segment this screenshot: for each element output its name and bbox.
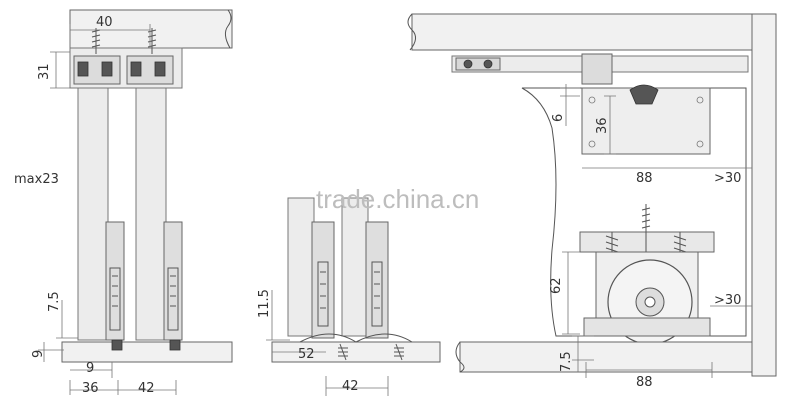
left-screw-2 <box>147 28 157 54</box>
dim-max23: max23 <box>14 172 59 187</box>
middle-view: 11.5 52 42 <box>257 197 441 396</box>
dim-42-left: 42 <box>138 381 155 396</box>
dim-52: 52 <box>298 347 315 362</box>
dim-88-top: 88 <box>636 171 653 186</box>
left-view: 40 31 max23 7.5 9 9 36 42 <box>14 9 233 396</box>
left-screw-1 <box>91 28 101 54</box>
left-guide-spring-1 <box>109 267 121 331</box>
right-ceiling-break <box>407 13 416 51</box>
dim-line-36-42 <box>69 380 177 395</box>
plate-hole-1 <box>588 96 596 104</box>
dim-36: 36 <box>82 381 99 396</box>
mid-spring-2 <box>371 261 383 327</box>
dim-88-bottom: 88 <box>636 375 653 390</box>
plate-roller-cap <box>629 84 659 105</box>
dim-line-9-vertical <box>38 342 64 362</box>
right-view: 6 36 88 >30 62 >30 7.5 88 <box>407 13 777 390</box>
right-floor-break <box>455 341 465 373</box>
mid-floor-clips <box>299 333 413 343</box>
left-roller-2b <box>154 61 166 77</box>
left-guide-1 <box>105 221 125 341</box>
bottom-guide-spring-right <box>673 232 687 254</box>
mid-door-1 <box>287 197 315 337</box>
left-guide-spring-2 <box>167 267 179 331</box>
dim-line-62 <box>562 251 580 335</box>
dim-line-88-bottom <box>585 362 713 378</box>
mid-screw-2 <box>394 343 404 361</box>
dim-62: 62 <box>549 277 564 294</box>
dim-line-36 <box>604 95 616 155</box>
left-floor-pin-2 <box>169 339 181 351</box>
dim-36: 36 <box>595 117 610 134</box>
dim-line-7-5-left <box>56 300 78 339</box>
dim-line-7-5-right <box>572 335 594 372</box>
plate-hole-2 <box>696 96 704 104</box>
dim-7-5-right: 7.5 <box>559 351 574 372</box>
left-roller-1b <box>101 61 113 77</box>
mid-guide-1 <box>311 221 335 339</box>
dim-line-11-5 <box>266 290 290 341</box>
right-track-roller-1 <box>463 59 473 69</box>
left-top-track <box>69 9 233 49</box>
dim-9-horizontal: 9 <box>86 361 94 376</box>
right-track-hanger <box>581 53 613 85</box>
mid-floor <box>271 341 441 363</box>
dim-6: 6 <box>551 114 566 122</box>
left-roller-2a <box>130 61 142 77</box>
mid-spring-1 <box>317 261 329 327</box>
dim-11-5: 11.5 <box>257 289 272 318</box>
right-door-outline <box>521 87 747 337</box>
dim-line-31 <box>50 51 70 89</box>
bottom-guide-base <box>583 317 711 337</box>
right-wall <box>751 13 777 377</box>
mid-guide-2 <box>365 221 389 339</box>
dim-42-mid: 42 <box>342 379 359 394</box>
bottom-guide-bracket <box>579 231 715 253</box>
dim-9-vertical: 9 <box>31 350 46 358</box>
dim-7-5-left: 7.5 <box>47 291 62 312</box>
left-door-1 <box>77 87 109 341</box>
watermark-text: trade.china.cn <box>316 184 479 214</box>
dim-line-6 <box>560 84 580 126</box>
mid-door-2 <box>341 197 369 337</box>
left-floor-pin-1 <box>111 339 123 351</box>
dim-line-9-horizontal <box>70 362 113 378</box>
dim-31: 31 <box>37 63 52 80</box>
dim-gt30-top: >30 <box>714 171 741 186</box>
right-floor <box>459 341 753 373</box>
dim-40: 40 <box>96 15 113 30</box>
left-guide-2 <box>163 221 183 341</box>
left-track-break <box>224 9 232 49</box>
plate-hole-4 <box>696 140 704 148</box>
bottom-guide-screw <box>641 204 651 254</box>
dim-gt30-bottom: >30 <box>714 293 741 308</box>
right-track-roller-2 <box>483 59 493 69</box>
bottom-guide-wheel-axle <box>644 296 656 308</box>
bottom-guide-spring-left <box>605 232 619 254</box>
plate-hole-3 <box>588 140 596 148</box>
right-ceiling <box>411 13 777 51</box>
left-floor <box>61 341 233 363</box>
left-door-2 <box>135 87 167 341</box>
right-track-stopper <box>455 57 501 71</box>
mid-screw-1 <box>338 343 348 361</box>
dim-line-42-mid <box>325 376 389 396</box>
dim-line-40 <box>69 24 151 48</box>
left-roller-1a <box>77 61 89 77</box>
